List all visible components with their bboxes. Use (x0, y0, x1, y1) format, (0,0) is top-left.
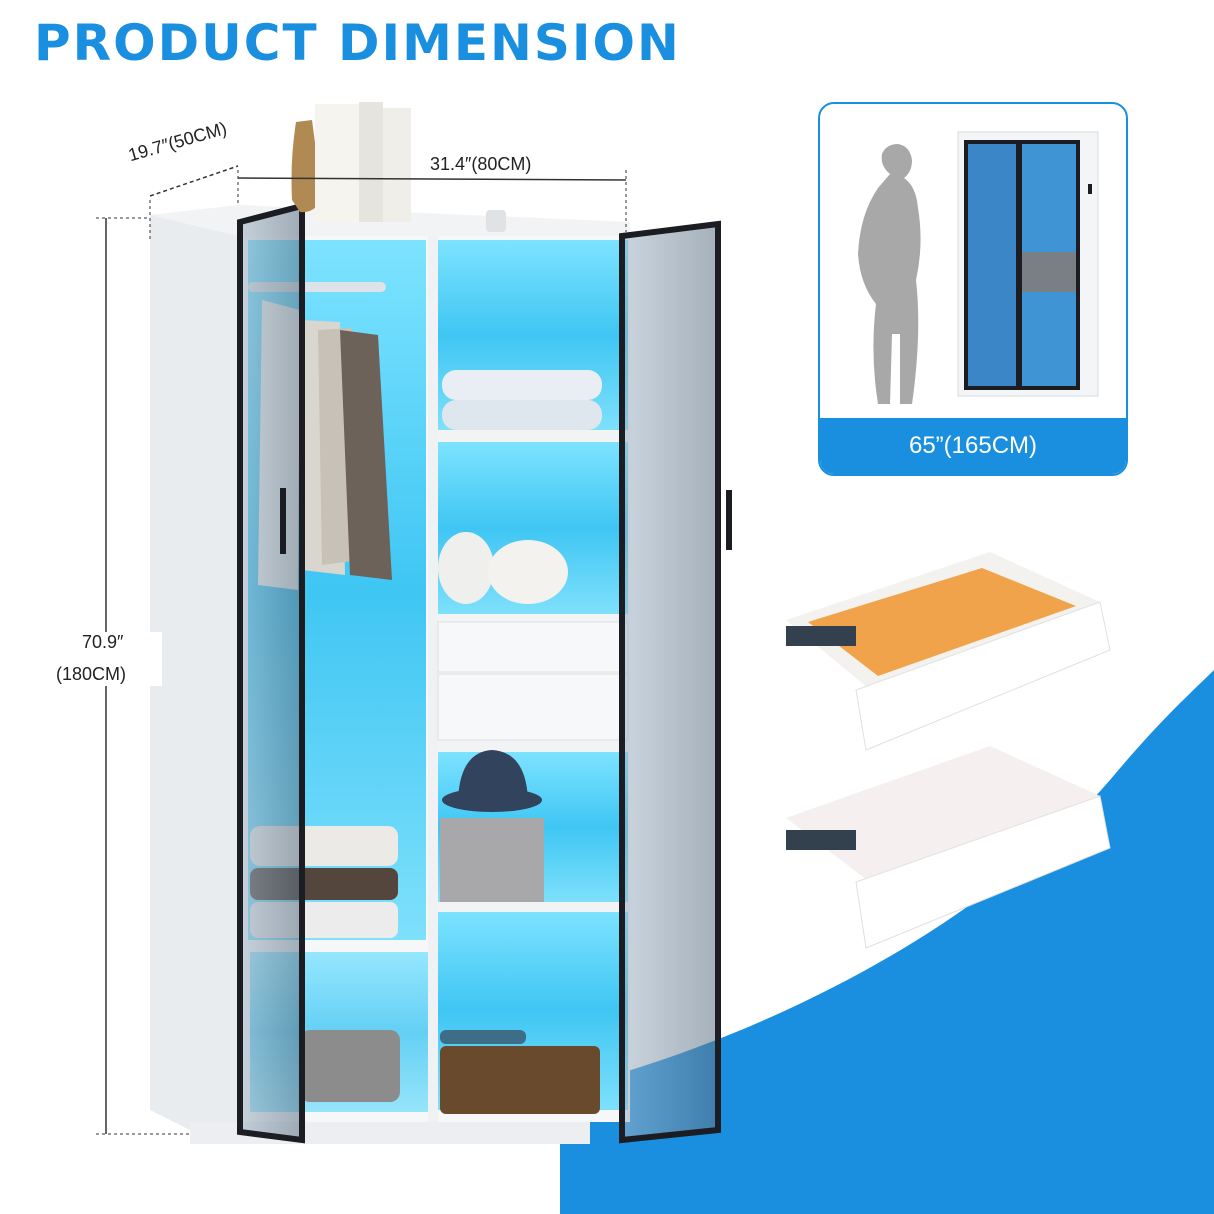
drawer-details (786, 552, 1111, 949)
height-label-metric: (180CM) (56, 664, 127, 684)
width-label: 31.4″(80CM) (430, 154, 532, 174)
depth-dimension-line (149, 165, 239, 197)
page-title: PRODUCT DIMENSION (34, 14, 681, 72)
scale-comparison-card: 65”(165CM) (818, 102, 1128, 476)
right-glass-door (619, 220, 721, 1144)
book (383, 108, 411, 222)
left-glass-door (237, 202, 305, 1144)
person-height-band: 65”(165CM) (820, 418, 1126, 474)
left-door-handle (280, 488, 286, 554)
width-dimension-line (237, 177, 627, 181)
drawer-empty (786, 746, 1111, 949)
book (315, 104, 359, 222)
drawer-with-organizer-tray (786, 552, 1111, 751)
perfume-bottle (486, 210, 506, 232)
person-silhouette-comparison (858, 131, 1099, 404)
right-door-handle (726, 490, 732, 550)
person-height-label: 65”(165CM) (908, 432, 1038, 459)
height-label-value: 70.9″ (82, 632, 124, 652)
cabinet-side-panel (150, 205, 240, 1130)
person-silhouette-icon (858, 144, 921, 404)
book (359, 102, 383, 222)
